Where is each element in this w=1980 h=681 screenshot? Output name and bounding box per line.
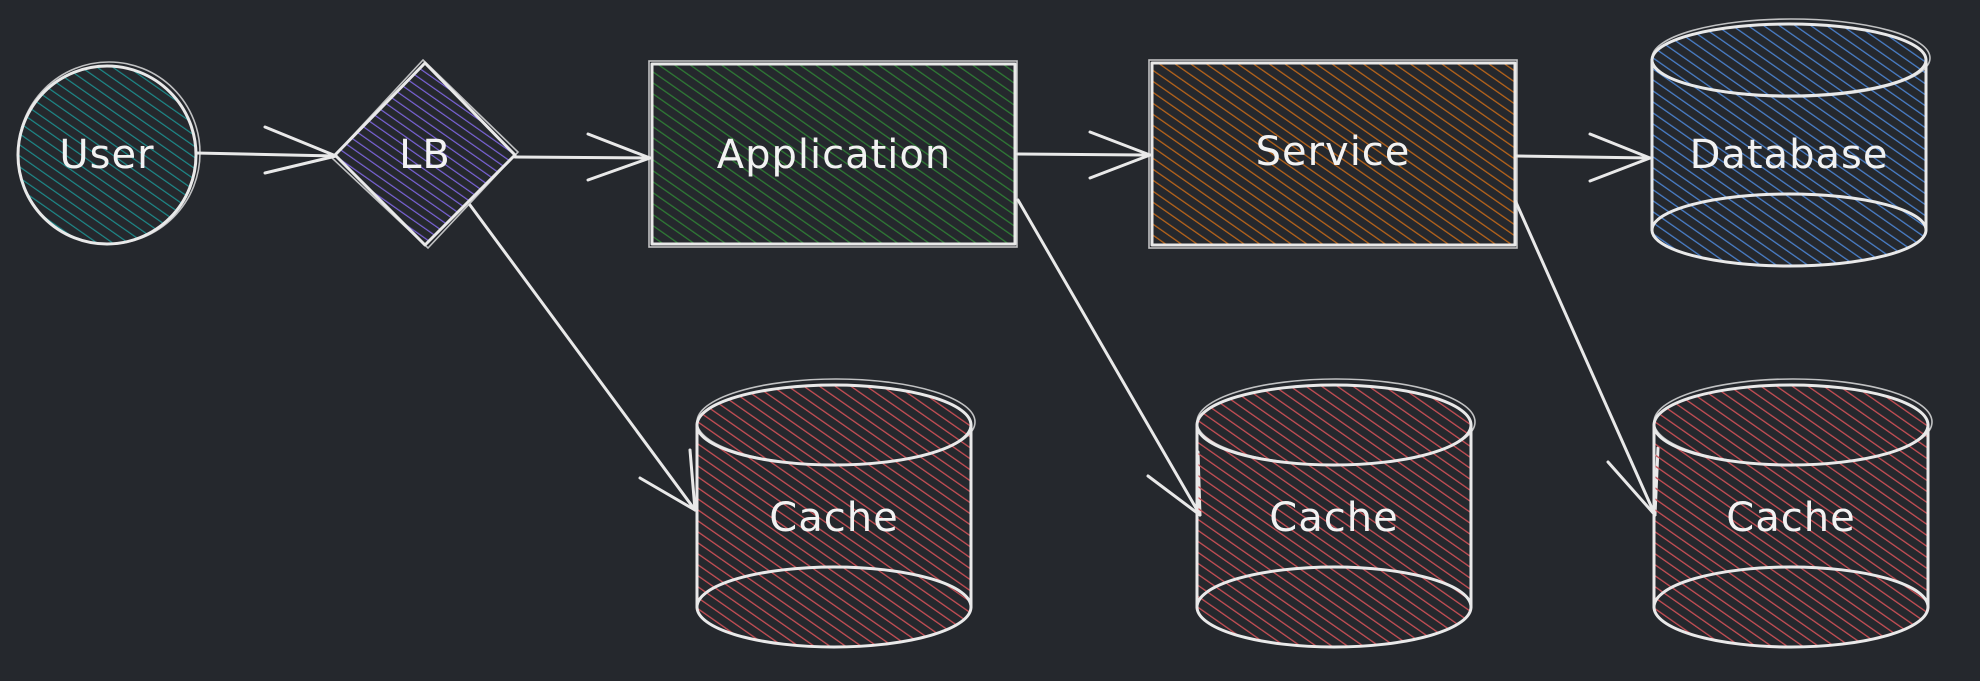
node-service[interactable]: Service (1148, 59, 1518, 249)
edge-application-service (1016, 130, 1152, 180)
node-application-label: Application (717, 132, 952, 178)
node-cache-1-label: Cache (769, 495, 898, 541)
edge-user-lb (194, 125, 338, 175)
node-cache-3-label: Cache (1726, 495, 1855, 541)
node-service-label: Service (1256, 129, 1411, 175)
node-user[interactable]: User (16, 61, 201, 246)
node-cache-2-label: Cache (1269, 495, 1398, 541)
node-cache-3[interactable]: Cache (1652, 378, 1933, 649)
node-user-label: User (59, 132, 154, 178)
node-cache-1[interactable]: Cache (695, 378, 976, 649)
node-database[interactable]: Database (1650, 18, 1931, 268)
edge-lb-cache (468, 203, 697, 512)
node-application[interactable]: Application (648, 60, 1018, 248)
edge-lb-application (513, 132, 652, 182)
node-lb[interactable]: LB (330, 58, 520, 250)
node-lb-label: LB (399, 132, 451, 178)
node-database-label: Database (1690, 132, 1889, 178)
edge-service-database (1515, 132, 1652, 183)
node-cache-2[interactable]: Cache (1195, 378, 1476, 649)
edge-service-cache (1513, 198, 1660, 517)
